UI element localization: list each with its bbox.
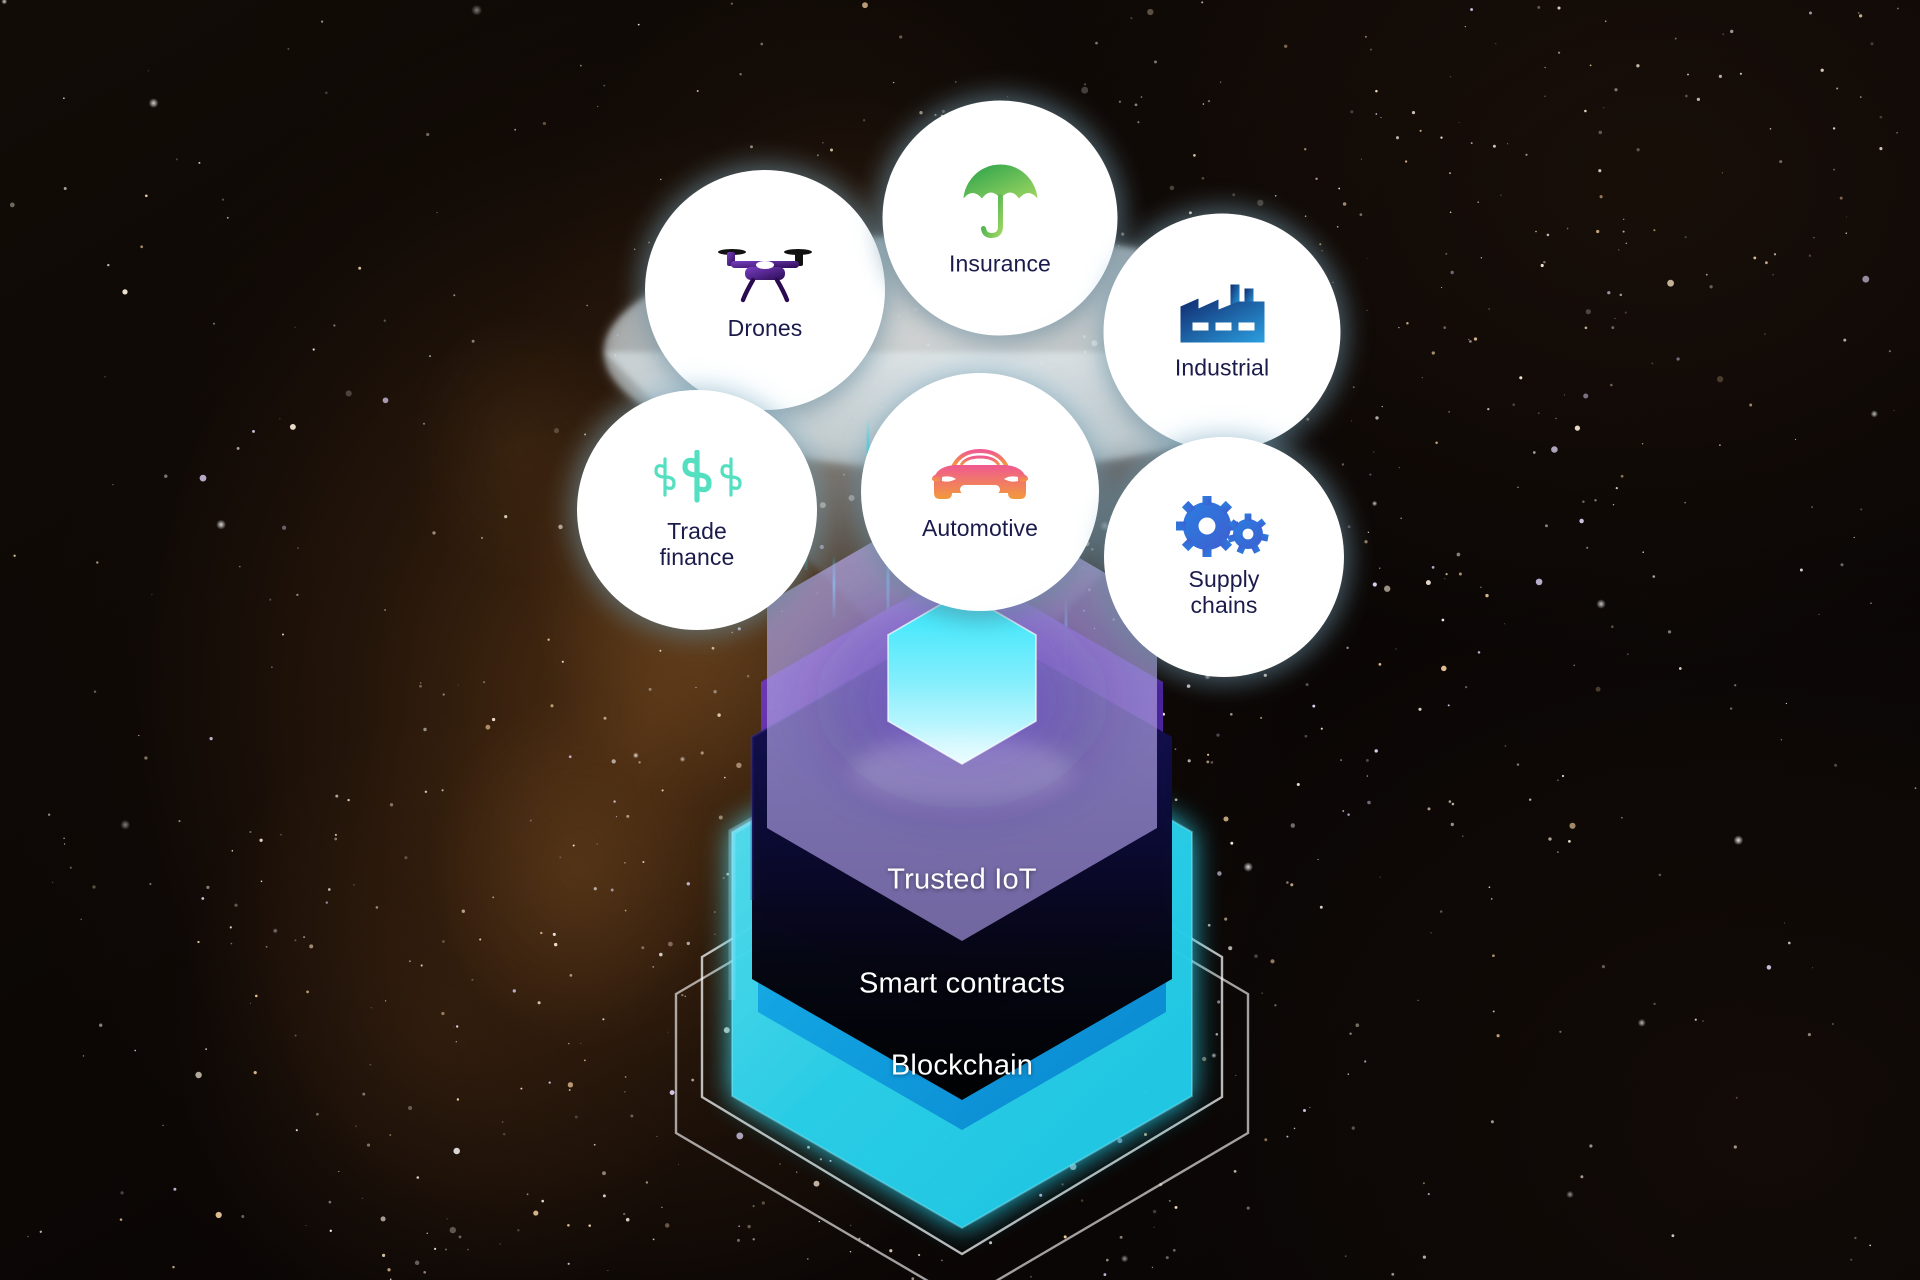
industry-bubble-label: Drones	[727, 314, 803, 341]
industry-bubble-label: Industrial	[1174, 354, 1270, 381]
industry-bubble-automotive[interactable]: Automotive	[861, 373, 1099, 611]
factory-icon	[1176, 283, 1268, 349]
drone-icon	[717, 239, 813, 309]
industry-bubble-label: Automotive	[921, 514, 1039, 541]
hex-label-blockchain: Blockchain	[890, 1049, 1034, 1082]
gears-icon	[1176, 494, 1272, 560]
hex-label-smart-contracts: Smart contracts	[858, 967, 1066, 1000]
factory-icon	[1180, 284, 1264, 343]
industry-bubble-insurance[interactable]: Insurance	[882, 100, 1118, 336]
industry-bubble-label: Insurance	[949, 250, 1051, 277]
industry-bubble-drones[interactable]: Drones	[645, 170, 885, 410]
car-icon	[932, 448, 1028, 499]
drone-icon	[718, 248, 812, 302]
car-icon	[928, 443, 1032, 509]
dollar-signs-icon	[654, 449, 742, 503]
hex-label-trusted-iot: Trusted IoT	[887, 863, 1037, 896]
umbrella-icon	[963, 164, 1037, 239]
dollar-signs-icon	[645, 449, 749, 512]
industry-bubble-industrial[interactable]: Industrial	[1103, 213, 1341, 451]
gears-icon	[1176, 494, 1269, 557]
umbrella-icon	[961, 159, 1039, 245]
